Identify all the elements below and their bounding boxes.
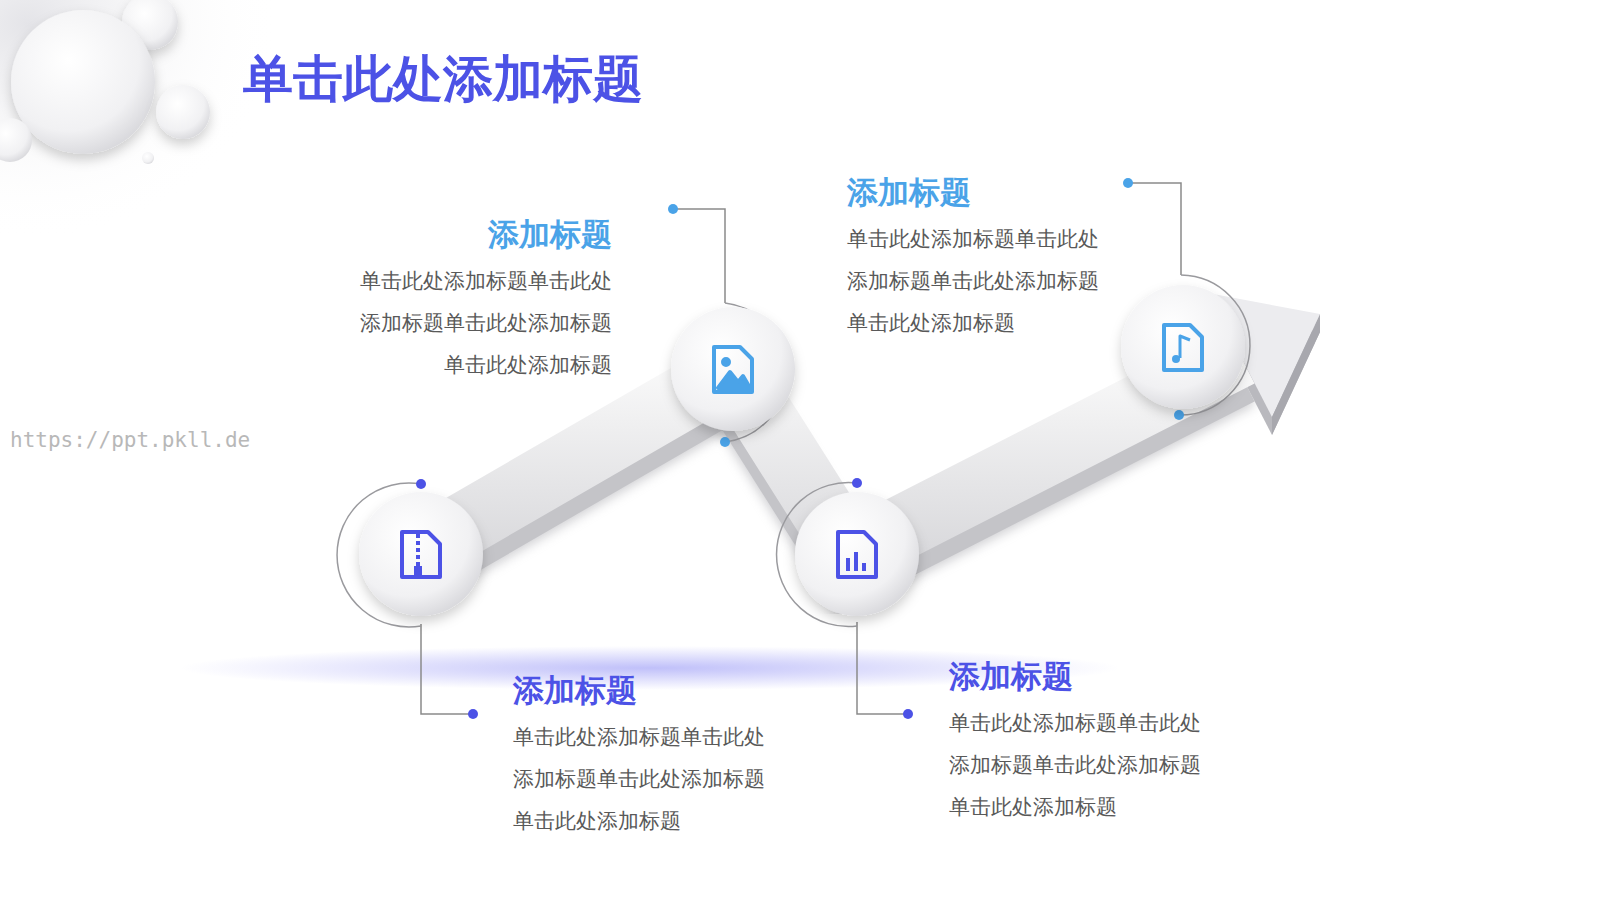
text-callout: 添加标题单击此处添加标题单击此处 添加标题单击此处添加标题 单击此处添加标题 (302, 212, 612, 386)
callout-body: 单击此处添加标题单击此处 添加标题单击此处添加标题 单击此处添加标题 (847, 218, 1157, 344)
slide-title: 单击此处添加标题 (243, 46, 643, 113)
watermark: https://ppt.pkll.de (10, 428, 250, 452)
callout-body: 单击此处添加标题单击此处 添加标题单击此处添加标题 单击此处添加标题 (513, 716, 823, 842)
callout-heading: 添加标题 (949, 654, 1259, 698)
callout-heading: 添加标题 (513, 668, 823, 712)
callout-body: 单击此处添加标题单击此处 添加标题单击此处添加标题 单击此处添加标题 (302, 260, 612, 386)
callout-body: 单击此处添加标题单击此处 添加标题单击此处添加标题 单击此处添加标题 (949, 702, 1259, 828)
callout-heading: 添加标题 (302, 212, 612, 256)
callout-heading: 添加标题 (847, 170, 1157, 214)
text-callout: 添加标题单击此处添加标题单击此处 添加标题单击此处添加标题 单击此处添加标题 (513, 668, 823, 842)
text-callout: 添加标题单击此处添加标题单击此处 添加标题单击此处添加标题 单击此处添加标题 (949, 654, 1259, 828)
text-callout: 添加标题单击此处添加标题单击此处 添加标题单击此处添加标题 单击此处添加标题 (847, 170, 1157, 344)
